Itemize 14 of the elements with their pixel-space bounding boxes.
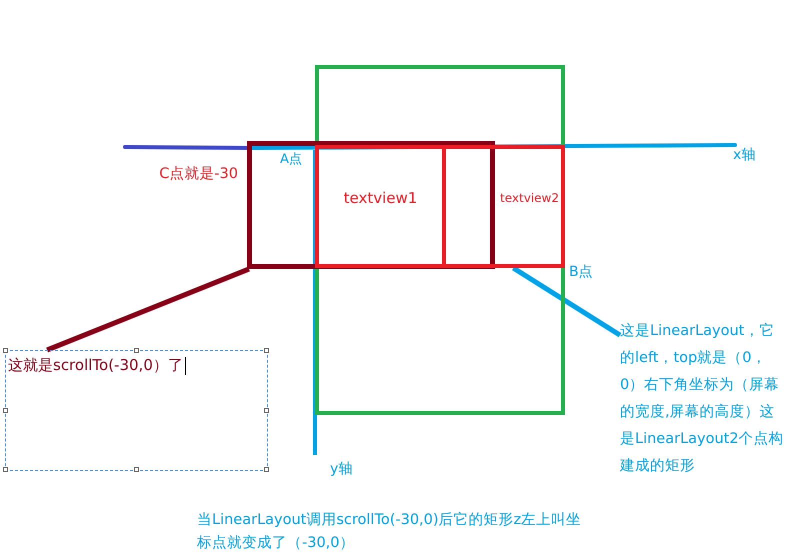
- leader-line: [512, 266, 622, 338]
- screen-frame: [315, 65, 565, 415]
- axis-label: y轴: [330, 460, 352, 479]
- point-label: A点: [280, 151, 302, 169]
- axis-label: x轴: [733, 146, 756, 165]
- note-text: 这是LinearLayout，它的left，top就是（0，0）右下角坐标为（屏幕的宽度,屏幕的高度）这是LinearLayout2个点构建成的矩形: [620, 323, 784, 474]
- caption-text: 当LinearLayout调用scrollTo(-30,0)后它的矩形z左上叫坐标点就变成了（-30,0）: [197, 510, 582, 554]
- point-label: B点: [569, 263, 593, 282]
- view-label: textview2: [500, 191, 559, 205]
- view-label: textview1: [344, 189, 418, 207]
- text-box: [5, 350, 268, 471]
- annotation-text: 这就是scrollTo(-30,0）了: [8, 356, 183, 374]
- leader-line: [46, 266, 250, 352]
- point-label: C点就是-30: [159, 165, 238, 183]
